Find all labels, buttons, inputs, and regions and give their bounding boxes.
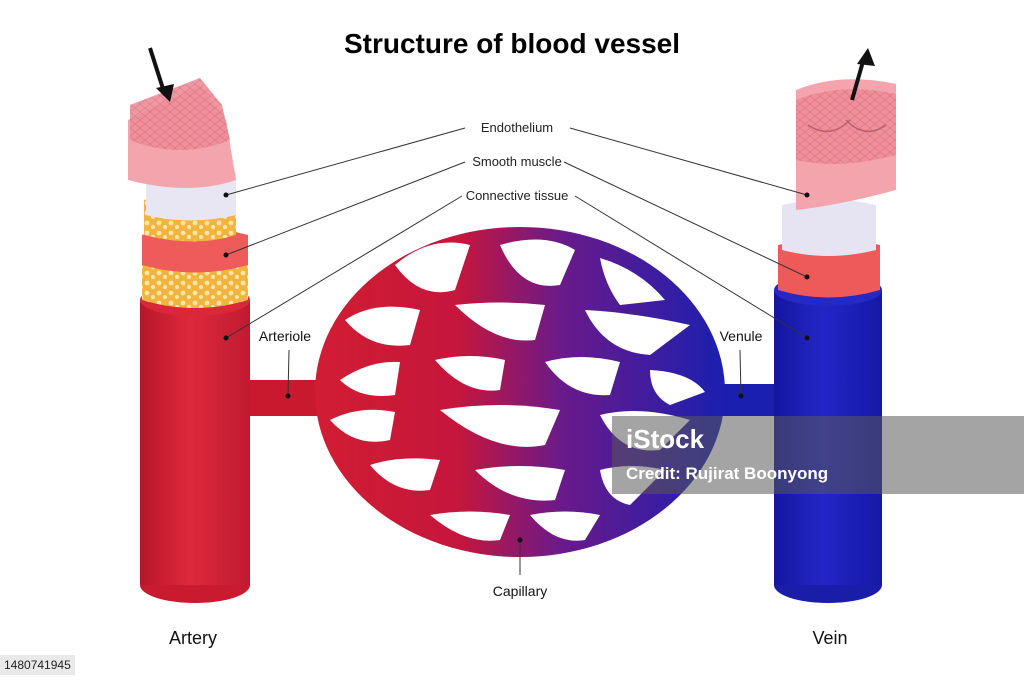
label-capillary: Capillary bbox=[492, 583, 548, 599]
artery-vessel bbox=[128, 47, 250, 603]
leader-dots bbox=[223, 192, 810, 543]
capillary-network bbox=[240, 227, 790, 557]
watermark-logo: iStock bbox=[626, 424, 705, 454]
label-vein: Vein bbox=[812, 628, 848, 648]
label-endothelium: Endothelium bbox=[480, 120, 554, 135]
label-smooth-muscle: Smooth muscle bbox=[472, 154, 562, 169]
stock-watermark: iStock Credit: Rujirat Boonyong bbox=[612, 416, 1024, 494]
label-artery: Artery bbox=[168, 628, 218, 648]
stock-id-badge: 1480741945 bbox=[0, 655, 75, 675]
label-connective-tissue: Connective tissue bbox=[465, 188, 569, 203]
leader-lines bbox=[225, 127, 808, 575]
diagram-title: Structure of blood vessel bbox=[343, 28, 681, 59]
label-venule: Venule bbox=[719, 328, 763, 344]
label-arteriole: Arteriole bbox=[258, 328, 312, 344]
vein-vessel bbox=[774, 48, 896, 603]
watermark-credit: Credit: Rujirat Boonyong bbox=[626, 464, 829, 483]
